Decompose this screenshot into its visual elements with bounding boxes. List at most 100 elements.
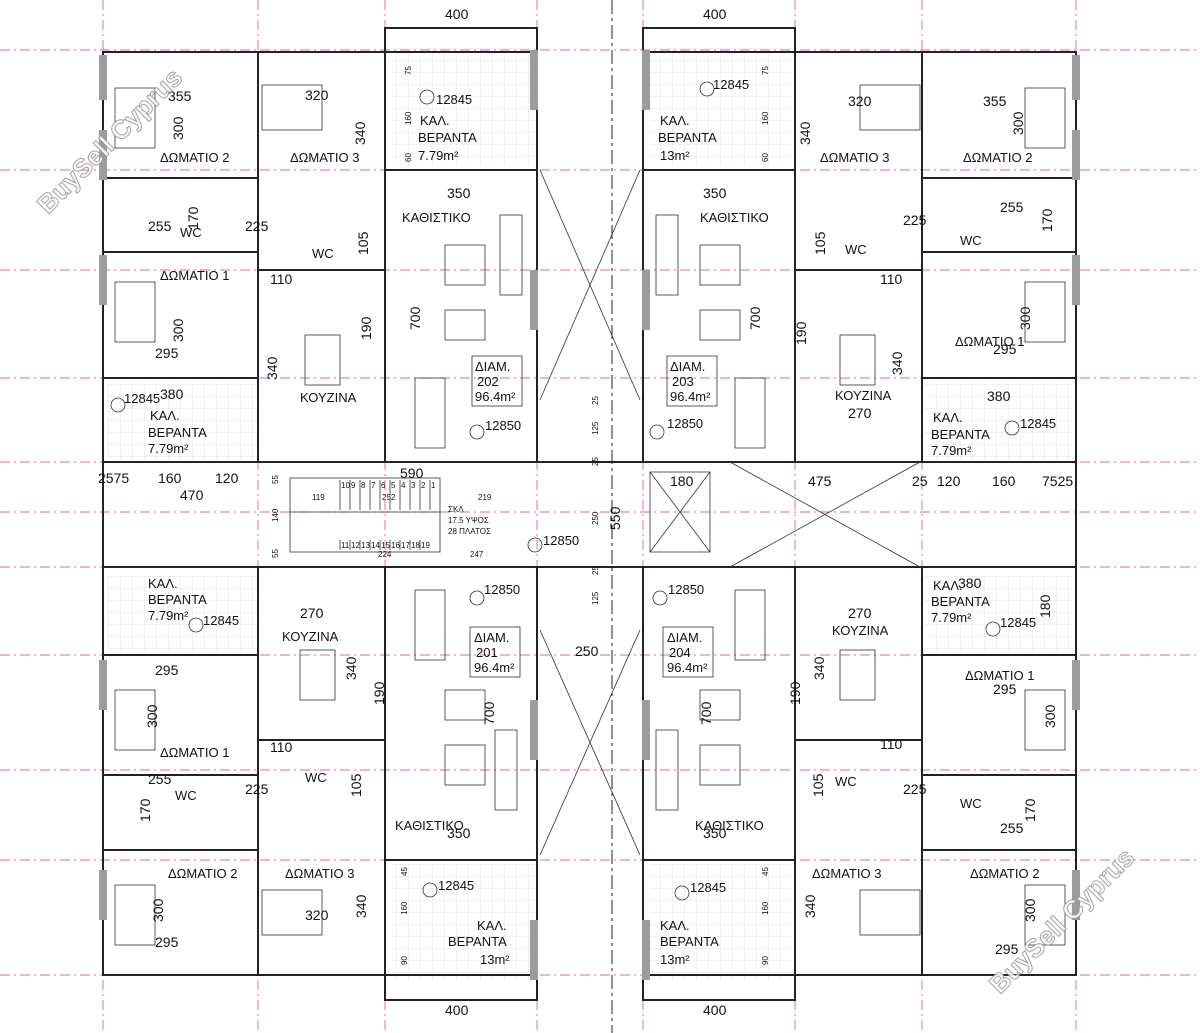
dim-room3-depth-b: 340 — [797, 121, 813, 145]
room-label-bedroom1-br: ΔΩΜΑΤΙΟ 1 — [965, 668, 1034, 683]
room-label-veranda-e-area: 7.79m² — [148, 608, 189, 623]
stair-note-line2: 17.5 ΥΨΟΣ — [448, 516, 489, 525]
room-label-wc-c: WC — [845, 242, 867, 257]
dim-veranda-160-c: 160 — [400, 901, 409, 915]
dim-kitchen-pass-c: 110 — [270, 739, 293, 755]
dim-room1-depth-a: 300 — [170, 318, 186, 342]
stair-step-top-number: 8 — [361, 481, 366, 490]
dim-hall-width-b: 225 — [903, 212, 927, 228]
dim-wcsmall-depth-d: 105 — [810, 773, 826, 797]
dim-core-25-c: 25 — [591, 566, 600, 575]
dim-veranda-60-a: 60 — [404, 153, 413, 162]
dim-hall-width-d: 225 — [903, 781, 927, 797]
apt-204-label: ΔΙΑΜ. — [667, 630, 702, 645]
dim-stair-224: 224 — [378, 550, 392, 559]
dim-wc-width-c: 255 — [148, 771, 172, 787]
room-label-veranda-f-l1: ΚΑΛ. — [933, 578, 963, 593]
dim-bottom-left-veranda-width: 400 — [445, 1002, 469, 1018]
dim-hall-width-a: 225 — [245, 218, 269, 234]
room-label-living-bl: ΚΑΘΙΣΤΙΚΟ — [395, 818, 464, 833]
dim-living-depth-c: 700 — [481, 701, 497, 725]
room-label-bedroom1-tl: ΔΩΜΑΤΙΟ 1 — [160, 268, 229, 283]
level-right-veranda-a: 12845 — [1020, 416, 1056, 431]
dim-shaft-180: 180 — [670, 473, 694, 489]
dimension-labels: 400 400 400 400 355 320 320 355 350 350 … — [98, 6, 1073, 1018]
dim-living-width-a: 350 — [447, 185, 471, 201]
room-label-veranda-d-l1: ΚΑΛ. — [660, 113, 690, 128]
room-label-veranda-e-l2: ΒΕΡΑΝΤΑ — [148, 592, 207, 607]
stair-note-line1: ΣΚΛ — [448, 505, 464, 514]
stair-step-bottom-number: 15 — [381, 541, 390, 550]
dim-room2-depth-a: 300 — [170, 116, 186, 140]
dim-room1-depth-d: 300 — [1042, 704, 1058, 728]
dim-top-right-veranda-width: 400 — [703, 6, 727, 22]
stair-step-bottom-number: 14 — [371, 541, 380, 550]
apt-202-label: ΔΙΑΜ. — [475, 359, 510, 374]
level-apt203: 12850 — [667, 416, 703, 431]
room-label-wc-b: WC — [312, 246, 334, 261]
room-label-veranda-d-l2: ΒΕΡΑΝΤΑ — [658, 130, 717, 145]
room-label-wc-a: WC — [180, 225, 202, 240]
dim-room3-depth-c: 340 — [353, 894, 369, 918]
room-label-veranda-h-area: 13m² — [660, 952, 690, 967]
dim-kitchen-width-d: 270 — [848, 605, 872, 621]
dim-living-width-c: 350 — [447, 825, 471, 841]
room-label-kitchen-tr: ΚΟΥΖΙΝΑ — [835, 388, 892, 403]
dim-kitchen-depth-d: 340 — [811, 656, 827, 680]
room-label-veranda-d-area: 13m² — [660, 148, 690, 163]
stair-step-bottom-number: 13 — [361, 541, 370, 550]
dim-hall-width-c: 225 — [245, 781, 269, 797]
dim-veranda-160-b: 160 — [761, 111, 770, 125]
dim-kitchen-side-c: 190 — [371, 681, 387, 705]
dim-corridor-160-b: 160 — [992, 473, 1016, 489]
apt-201-area: 96.4m² — [474, 660, 515, 675]
room-label-veranda-a-l2: ΒΕΡΑΝΤΑ — [148, 425, 207, 440]
room-label-bedroom3-tl: ΔΩΜΑΤΙΟ 3 — [290, 150, 359, 165]
room-label-veranda-c-l1: ΚΑΛ. — [420, 113, 450, 128]
dim-room2-width-c: 295 — [155, 934, 179, 950]
stair-step-top-number: 2 — [421, 481, 426, 490]
level-left-veranda-b: 12845 — [203, 613, 239, 628]
dim-corridor-2575: 2575 — [98, 470, 129, 486]
dim-veranda-45-d: 45 — [761, 867, 770, 876]
stair-step-bottom-number: 17 — [401, 541, 410, 550]
stair-step-top-number: 4 — [401, 481, 406, 490]
dim-room2-depth-c: 300 — [150, 898, 166, 922]
room-label-living-tr: ΚΑΘΙΣΤΙΚΟ — [700, 210, 769, 225]
dim-kitchen-depth-b: 340 — [889, 351, 905, 375]
room-label-veranda-e-l1: ΚΑΛ. — [148, 576, 178, 591]
dim-wc-depth-a: 170 — [185, 206, 201, 230]
dim-room3-width-b: 320 — [848, 93, 872, 109]
dim-corridor-120-b: 120 — [937, 473, 961, 489]
room-label-veranda-c-l2: ΒΕΡΑΝΤΑ — [418, 130, 477, 145]
dim-wc-width-d: 255 — [1000, 820, 1024, 836]
room-label-bedroom2-tr: ΔΩΜΑΤΙΟ 2 — [963, 150, 1032, 165]
dim-living-depth-a: 700 — [407, 306, 423, 330]
dim-veranda-width-a: 380 — [160, 386, 184, 402]
level-left-veranda-a: 12845 — [124, 391, 160, 406]
dim-corridor-7525: 7525 — [1042, 473, 1073, 489]
dim-room3-depth-d: 340 — [802, 894, 818, 918]
dim-stair-55-b: 55 — [271, 549, 280, 558]
level-apt202: 12850 — [485, 418, 521, 433]
room-label-veranda-h-l2: ΒΕΡΑΝΤΑ — [660, 934, 719, 949]
apt-201-label: ΔΙΑΜ. — [474, 630, 509, 645]
room-label-wc-g: WC — [835, 774, 857, 789]
dim-veranda-160-a: 160 — [404, 111, 413, 125]
room-label-bedroom2-br: ΔΩΜΑΤΙΟ 2 — [970, 866, 1039, 881]
dim-wc-width-a: 255 — [148, 218, 172, 234]
room-label-veranda-f-l2: ΒΕΡΑΝΤΑ — [931, 594, 990, 609]
room-label-wc-d: WC — [960, 233, 982, 248]
dim-wc-depth-c: 170 — [137, 798, 153, 822]
dim-corridor-470: 470 — [180, 487, 204, 503]
dim-room3-depth-a: 340 — [352, 121, 368, 145]
dim-corridor-120-a: 120 — [215, 470, 239, 486]
dim-living-width-b: 350 — [703, 185, 727, 201]
room-label-living-tl: ΚΑΘΙΣΤΙΚΟ — [402, 210, 471, 225]
dim-stair-55-a: 55 — [271, 475, 280, 484]
apt-204-area: 96.4m² — [667, 660, 708, 675]
apartment-tags: ΔΙΑΜ. 202 96.4m² ΔΙΑΜ. 203 96.4m² ΔΙΑΜ. … — [469, 355, 718, 678]
stair-step-bottom-number: 19 — [421, 541, 430, 550]
